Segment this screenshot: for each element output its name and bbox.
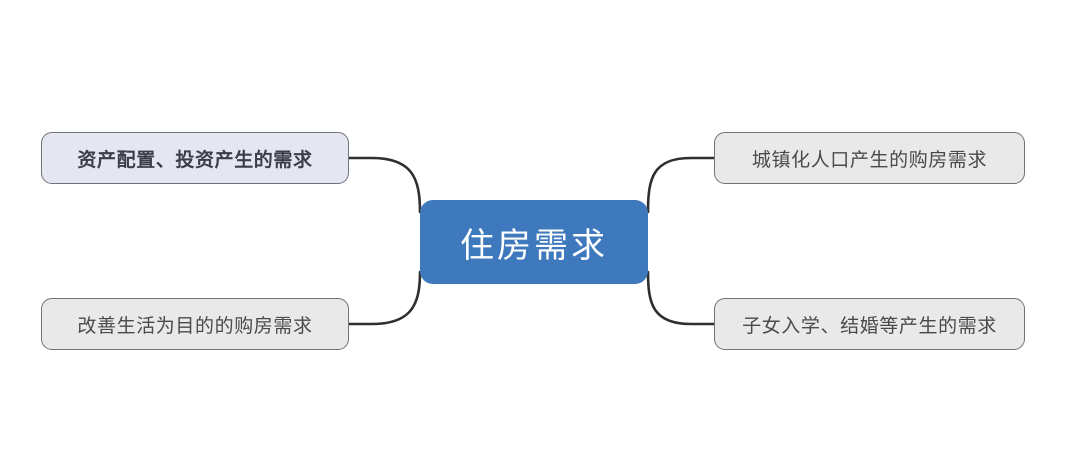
connector-center-to-top-left: [347, 156, 422, 214]
mindmap-node-center[interactable]: 住房需求: [420, 200, 648, 284]
node-label: 城镇化人口产生的购房需求: [751, 149, 988, 171]
connector-center-to-top-right: [646, 156, 716, 214]
mindmap-node-bottom-left[interactable]: 改善生活为目的的购房需求: [41, 298, 349, 350]
center-node-label: 住房需求: [460, 226, 608, 265]
mindmap-node-bottom-right[interactable]: 子女入学、结婚等产生的需求: [714, 298, 1025, 350]
node-label: 子女入学、结婚等产生的需求: [742, 315, 997, 337]
node-label: 资产配置、投资产生的需求: [77, 149, 313, 171]
connector-center-to-bottom-left: [347, 270, 422, 326]
mindmap-node-top-right[interactable]: 城镇化人口产生的购房需求: [714, 132, 1025, 184]
connector-center-to-bottom-right: [646, 270, 716, 326]
mindmap-node-top-left[interactable]: 资产配置、投资产生的需求: [41, 132, 349, 184]
node-label: 改善生活为目的的购房需求: [77, 315, 313, 337]
